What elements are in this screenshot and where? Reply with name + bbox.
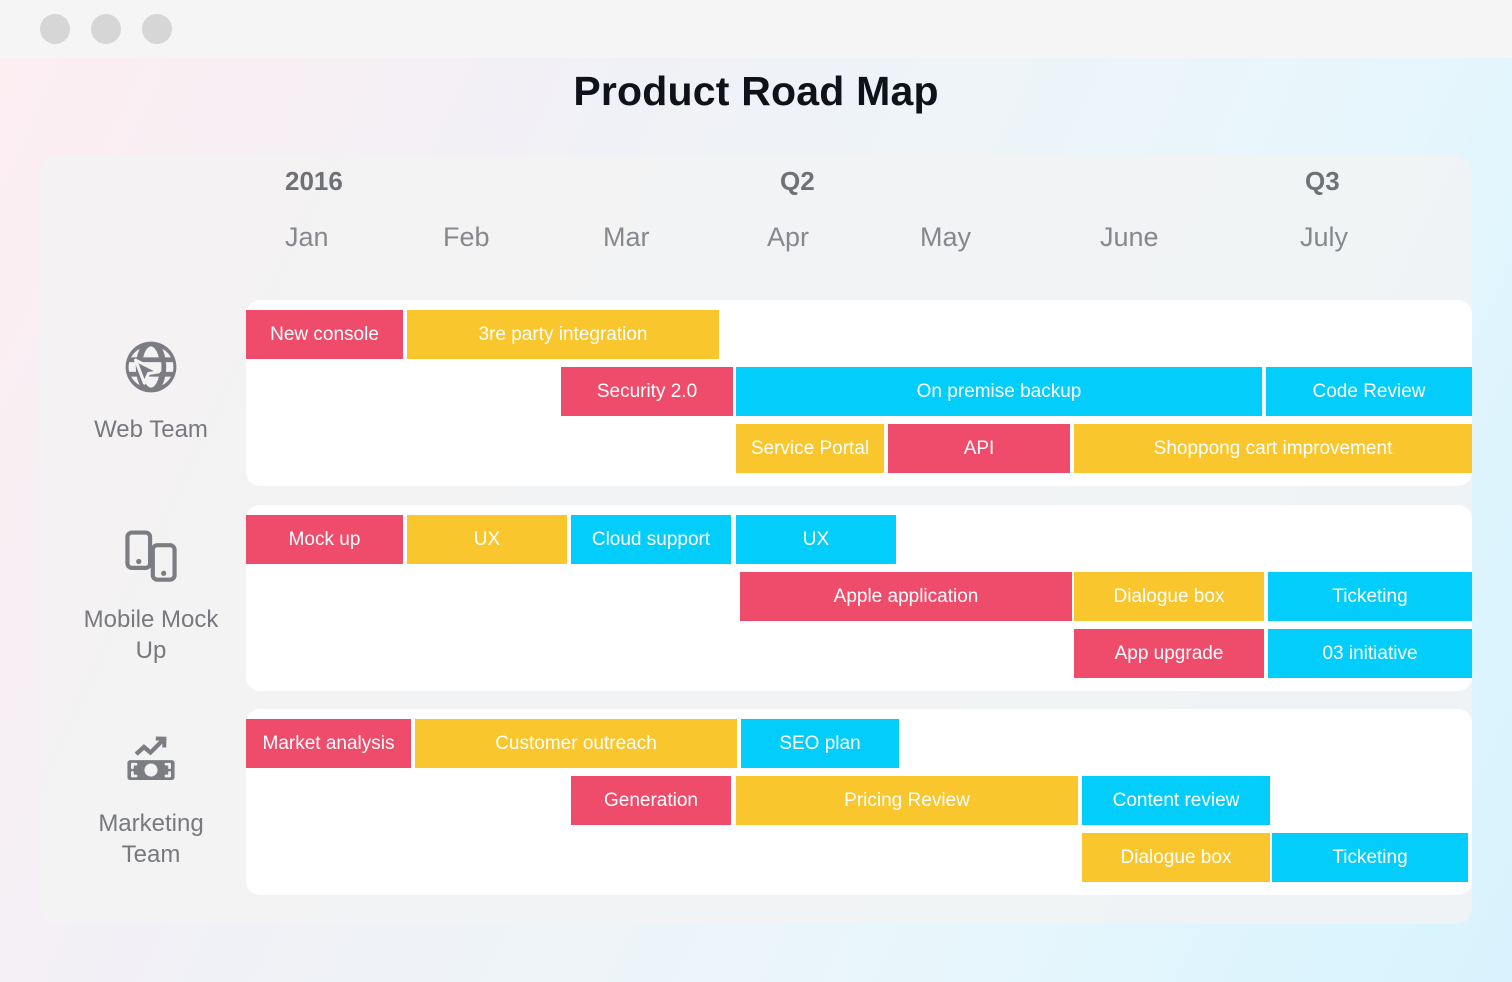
- two-phones-icon: [122, 528, 180, 586]
- maximize-dot-icon[interactable]: [142, 14, 172, 44]
- timeline-month-jan: Jan: [285, 222, 329, 252]
- window-titlebar: [0, 0, 1512, 58]
- task-bar[interactable]: Content review: [1082, 776, 1270, 825]
- task-bar[interactable]: Dialogue box: [1074, 572, 1264, 621]
- task-bar[interactable]: 03 initiative: [1268, 629, 1472, 678]
- task-bar[interactable]: Pricing Review: [736, 776, 1078, 825]
- task-bar[interactable]: Ticketing: [1268, 572, 1472, 621]
- task-bar[interactable]: On premise backup: [736, 367, 1262, 416]
- timeline-quarter-2016: 2016: [285, 166, 343, 196]
- task-bar[interactable]: API: [888, 424, 1070, 473]
- page-title: Product Road Map: [573, 68, 939, 114]
- task-bar[interactable]: Cloud support: [571, 515, 731, 564]
- task-bar[interactable]: Mock up: [246, 515, 403, 564]
- task-bar[interactable]: Security 2.0: [561, 367, 733, 416]
- task-bar[interactable]: SEO plan: [741, 719, 899, 768]
- row-name-mobile-mock-up: Mobile Mock Up: [83, 606, 219, 664]
- task-bar[interactable]: Customer outreach: [415, 719, 737, 768]
- row-label-marketing-team: Marketing Team: [58, 732, 244, 870]
- timeline-quarter-q2: Q2: [780, 166, 815, 196]
- timeline-month-july: July: [1300, 222, 1349, 252]
- task-bar[interactable]: Dialogue box: [1082, 833, 1270, 882]
- task-bar[interactable]: Service Portal: [736, 424, 884, 473]
- task-bar[interactable]: Market analysis: [246, 719, 411, 768]
- task-bar[interactable]: Ticketing: [1272, 833, 1468, 882]
- row-name-marketing-team: Marketing Team: [98, 810, 204, 868]
- timeline-month-feb: Feb: [443, 222, 490, 252]
- timeline-month-mar: Mar: [603, 222, 650, 252]
- task-bar[interactable]: App upgrade: [1074, 629, 1264, 678]
- task-bar[interactable]: Shoppong cart improvement: [1074, 424, 1472, 473]
- timeline-month-may: May: [920, 222, 972, 252]
- row-name-web-team: Web Team: [94, 416, 208, 443]
- minimize-dot-icon[interactable]: [91, 14, 121, 44]
- timeline-quarter-q3: Q3: [1305, 166, 1340, 196]
- task-bar[interactable]: UX: [736, 515, 896, 564]
- task-bar[interactable]: Apple application: [740, 572, 1072, 621]
- task-bar[interactable]: UX: [407, 515, 567, 564]
- task-bar[interactable]: Code Review: [1266, 367, 1472, 416]
- row-label-web-team: Web Team: [58, 338, 244, 445]
- task-bar[interactable]: 3re party integration: [407, 310, 719, 359]
- timeline-month-apr: Apr: [767, 222, 810, 252]
- timeline-month-june: June: [1100, 222, 1159, 252]
- close-dot-icon[interactable]: [40, 14, 70, 44]
- row-label-mobile-mock-up: Mobile Mock Up: [58, 528, 244, 666]
- task-bar[interactable]: Generation: [571, 776, 731, 825]
- money-growth-icon: [122, 732, 180, 790]
- task-bar[interactable]: New console: [246, 310, 403, 359]
- globe-cursor-icon: [122, 338, 180, 396]
